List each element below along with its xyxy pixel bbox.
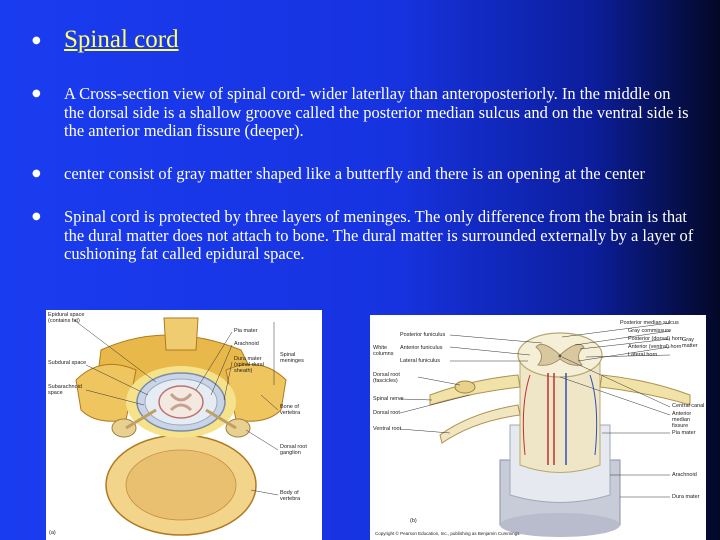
title-bullet-icon: ● — [32, 35, 41, 46]
label-epidural-space: Epidural space (contains fat) — [48, 312, 85, 324]
bullet-icon: ● — [32, 168, 41, 179]
bullet-icon: ● — [32, 88, 41, 99]
vertebra-illustration — [73, 317, 287, 536]
bullet-text-cross-section: A Cross-section view of spinal cord- wid… — [64, 84, 689, 140]
panel-label-b: (b) — [410, 518, 417, 524]
bullet-icon: ● — [32, 211, 41, 222]
label-anterior-median-fissure: Anterior median fissure — [672, 411, 692, 429]
copyright-notice: Copyright © Pearson Education, Inc., pub… — [375, 531, 521, 536]
label-pia-mater: Pia mater — [234, 328, 258, 334]
label-subarachnoid-space: Subarachnoid space — [48, 384, 82, 396]
label-central-canal: Central canal — [672, 403, 705, 409]
label-dura-mater: Dura mater (spinal dural sheath) — [234, 356, 264, 374]
label-posterior-median-sulcus: Posterior median sulcus — [620, 320, 679, 326]
label-lateral-horn: Lateral horn — [628, 352, 658, 358]
label-dorsal-root-ganglion: Dorsal root ganglion — [280, 444, 307, 456]
vertebra-cross-section-figure: Epidural space (contains fat) Subdural s… — [46, 310, 322, 540]
panel-label-a: (a) — [49, 530, 56, 536]
label-posterior-horn: Posterior (dorsal) horn — [628, 336, 683, 342]
label-dorsal-root: Dorsal root — [373, 410, 400, 416]
label-spinal-meninges: Spinal meninges — [280, 352, 304, 364]
slide-title: Spinal cord — [64, 26, 179, 53]
label-arachnoid-right: Arachnoid — [672, 472, 697, 478]
label-posterior-funiculus: Posterior funiculus — [400, 332, 446, 338]
bullet-text-gray-matter: center consist of gray matter shaped lik… — [64, 164, 645, 183]
label-bone-of-vertebra: Bone of vertebra — [280, 404, 301, 416]
spinal-cord-illustration — [399, 322, 691, 537]
spinal-cord-anatomy-figure: Posterior funiculus White columns Anteri… — [370, 315, 706, 540]
label-lateral-funiculus: Lateral funiculus — [400, 358, 441, 364]
label-anterior-horn: Anterior (ventral) horn — [628, 344, 682, 350]
label-subdural-space: Subdural space — [48, 360, 87, 366]
label-gray-matter: Gray matter — [682, 337, 698, 349]
label-dorsal-root-fascicles: Dorsal root (fascicles) — [373, 372, 400, 384]
label-anterior-funiculus: Anterior funiculus — [400, 345, 443, 351]
label-white-columns: White columns — [373, 345, 394, 357]
label-ventral-root: Ventral root — [373, 426, 402, 432]
label-spinal-nerve: Spinal nerve — [373, 396, 404, 402]
label-body-of-vertebra: Body of vertebra — [280, 490, 301, 502]
label-arachnoid: Arachnoid — [234, 341, 259, 347]
label-pia-mater-right: Pia mater — [672, 430, 696, 436]
label-gray-commissure: Gray commissure — [628, 328, 672, 334]
bullet-text-meninges: Spinal cord is protected by three layers… — [64, 207, 694, 263]
label-dura-mater-right: Dura mater — [672, 494, 700, 500]
